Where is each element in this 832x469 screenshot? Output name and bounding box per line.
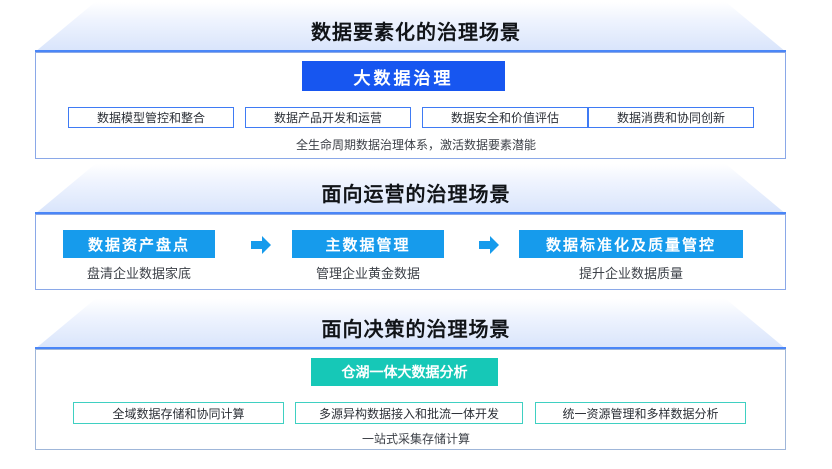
band-title-2: 面向运营的治理场景 — [321, 184, 511, 206]
step-caption-data-asset-inventory: 盘清企业数据家底 — [86, 266, 191, 281]
chip-data-security-value[interactable]: 数据安全和价值评估 — [422, 107, 588, 128]
step-pill-data-asset-inventory[interactable]: 数据资产盘点 — [63, 230, 215, 258]
band-title-1: 数据要素化的治理场景 — [311, 22, 521, 44]
band-header-underline-3 — [35, 347, 786, 349]
band-header-trapezoid-3 — [35, 299, 786, 349]
band-title-3: 面向决策的治理场景 — [321, 319, 511, 341]
headline-pill-big-data-governance[interactable]: 大数据治理 — [302, 61, 505, 91]
band-header-underline-2 — [35, 212, 786, 214]
chip-global-storage-compute[interactable]: 全域数据存储和协同计算 — [73, 402, 284, 424]
headline-pill-lakehouse-analytics[interactable]: 仓湖一体大数据分析 — [311, 358, 498, 386]
footnote-1: 全生命周期数据治理体系，激活数据要素潜能 — [295, 138, 536, 152]
step-pill-master-data-management[interactable]: 主数据管理 — [292, 230, 444, 258]
band-header-trapezoid-1 — [35, 2, 786, 52]
step-pill-data-standardization-quality[interactable]: 数据标准化及质量管控 — [519, 230, 743, 258]
step-caption-master-data-management: 管理企业黄金数据 — [315, 266, 420, 281]
chip-data-model-control[interactable]: 数据模型管控和整合 — [68, 107, 234, 128]
step-caption-data-standardization-quality: 提升企业数据质量 — [578, 266, 683, 281]
arrow-right-icon — [250, 235, 272, 255]
chip-data-product-dev[interactable]: 数据产品开发和运营 — [245, 107, 411, 128]
chip-multi-source-ingestion[interactable]: 多源异构数据接入和批流一体开发 — [295, 402, 523, 424]
arrow-right-icon-2 — [478, 235, 500, 255]
chip-data-consumption-innovation[interactable]: 数据消费和协同创新 — [588, 107, 754, 128]
band-header-trapezoid-2 — [35, 164, 786, 214]
footnote-3: 一站式采集存储计算 — [361, 432, 470, 446]
chip-unified-resource-analytics[interactable]: 统一资源管理和多样数据分析 — [535, 402, 746, 424]
band-header-underline-1 — [35, 50, 786, 52]
